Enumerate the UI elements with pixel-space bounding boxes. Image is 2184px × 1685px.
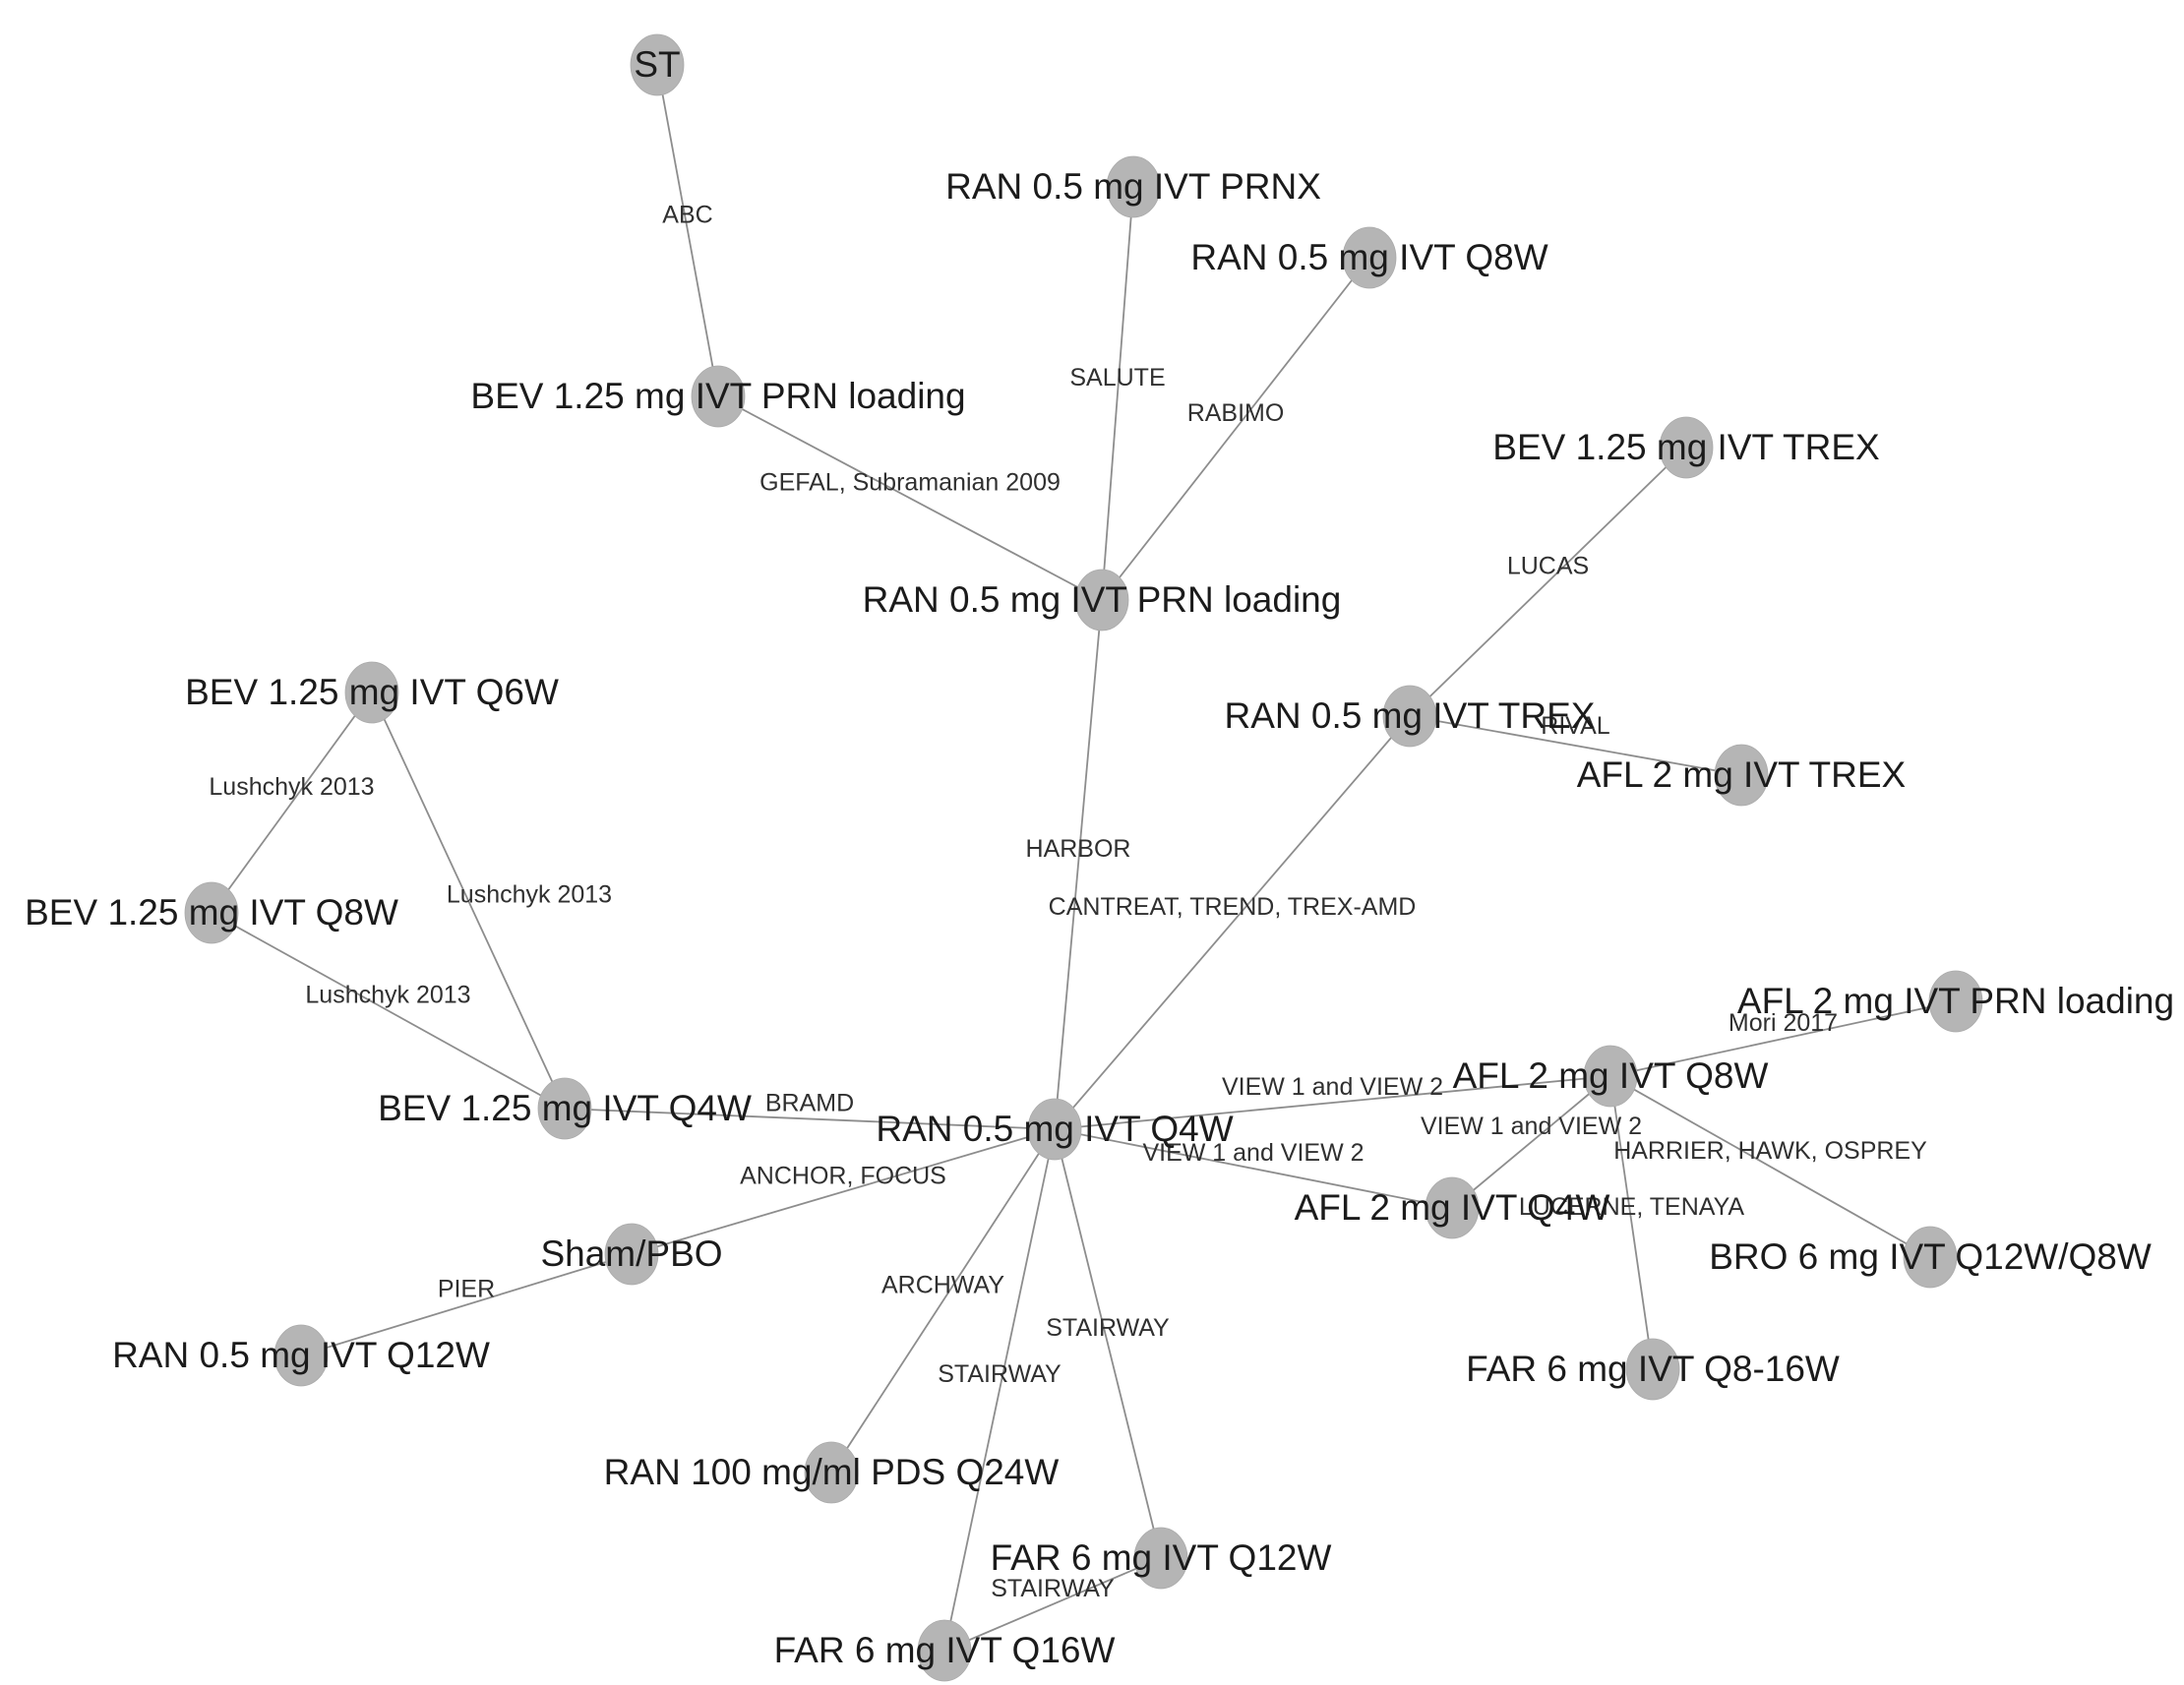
edge-ran-q4w--afl-q8w [1054, 1075, 1611, 1130]
edge-bev-trex--ran-trex [1409, 447, 1687, 717]
edge-ran-q4w--afl-q4w [1054, 1128, 1453, 1209]
node-bev-trex [1659, 416, 1714, 479]
node-afl-prn-loading [1928, 970, 1983, 1033]
node-bro-q12w-q8w [1903, 1226, 1958, 1289]
edge-far-q12w--far-q16w [943, 1557, 1162, 1652]
edge-label-ran-q4w--far-q16w: STAIRWAY [938, 1360, 1062, 1388]
edge-afl-q8w--bro-q12w-q8w [1609, 1075, 1931, 1258]
edge-ran-q4w--far-q12w [1054, 1128, 1162, 1559]
node-afl-q8w [1583, 1045, 1638, 1108]
node-label-afl-q8w: AFL 2 mg IVT Q8W [1453, 1055, 1769, 1096]
node-ran-q4w [1027, 1098, 1082, 1161]
edge-label-ran-q4w--ran-pds-q24w: ARCHWAY [881, 1272, 1004, 1299]
node-label-bro-q12w-q8w: BRO 6 mg IVT Q12W/Q8W [1709, 1236, 2152, 1277]
edge-afl-q8w--afl-q4w [1451, 1075, 1611, 1209]
node-bev-q4w [537, 1077, 592, 1140]
edge-bev-q6w--bev-q4w [371, 692, 566, 1110]
edge-label-ran-q4w--far-q12w: STAIRWAY [1046, 1314, 1170, 1342]
node-label-bev-q4w: BEV 1.25 mg IVT Q4W [378, 1088, 752, 1128]
node-ran-trex [1382, 685, 1437, 748]
node-label-ran-trex: RAN 0.5 mg IVT TREX [1225, 695, 1596, 736]
edge-bev-prn-loading--ran-prn-loading [717, 395, 1103, 601]
edge-ran-prnx--ran-prn-loading [1101, 186, 1134, 601]
node-bev-q6w [344, 661, 399, 724]
node-afl-q4w [1425, 1176, 1480, 1239]
edge-sham-pbo--ran-q12w [300, 1253, 633, 1356]
edge-label-st--bev-prn-loading: ABC [662, 202, 712, 229]
node-label-afl-q4w: AFL 2 mg IVT Q4W [1295, 1187, 1610, 1228]
node-label-ran-prnx: RAN 0.5 mg IVT PRNX [945, 166, 1321, 207]
node-label-far-q8-16w: FAR 6 mg IVT Q8-16W [1466, 1349, 1840, 1389]
node-label-far-q16w: FAR 6 mg IVT Q16W [774, 1630, 1116, 1670]
node-ran-q12w [273, 1324, 329, 1387]
edge-ran-q4w--ran-pds-q24w [830, 1128, 1056, 1474]
edge-label-ran-q4w--afl-q4w: VIEW 1 and VIEW 2 [1142, 1139, 1364, 1167]
node-label-bev-prn-loading: BEV 1.25 mg IVT PRN loading [470, 376, 965, 416]
edge-label-bev-q4w--ran-q4w: BRAMD [765, 1090, 854, 1117]
node-sham-pbo [604, 1223, 659, 1286]
node-label-st: ST [634, 44, 680, 85]
node-label-sham-pbo: Sham/PBO [540, 1234, 722, 1274]
edge-bev-q6w--bev-q8w [211, 692, 373, 914]
node-st [630, 33, 685, 96]
node-label-bev-trex: BEV 1.25 mg IVT TREX [1492, 427, 1879, 467]
node-label-ran-pds-q24w: RAN 100 mg/ml PDS Q24W [604, 1452, 1060, 1492]
edge-label-afl-q8w--far-q8-16w: LUCERNE, TENAYA [1519, 1193, 1745, 1221]
node-label-ran-prn-loading: RAN 0.5 mg IVT PRN loading [863, 579, 1342, 620]
edge-label-ran-trex--afl-trex: RIVAL [1541, 712, 1609, 740]
edge-label-afl-q8w--afl-q4w: VIEW 1 and VIEW 2 [1421, 1113, 1642, 1140]
node-bev-prn-loading [691, 365, 746, 428]
edge-label-ran-trex--ran-q4w: CANTREAT, TREND, TREX-AMD [1049, 893, 1417, 921]
node-far-q12w [1133, 1527, 1188, 1590]
node-label-ran-q8w: RAN 0.5 mg IVT Q8W [1190, 237, 1547, 277]
node-ran-prnx [1106, 155, 1161, 218]
edge-bev-q8w--bev-q4w [211, 912, 566, 1110]
node-label-bev-q6w: BEV 1.25 mg IVT Q6W [185, 672, 559, 712]
edge-label-afl-q8w--afl-prn-loading: Mori 2017 [1729, 1009, 1838, 1037]
edge-label-bev-prn-loading--ran-prn-loading: GEFAL, Subramanian 2009 [759, 469, 1061, 497]
edge-afl-q8w--afl-prn-loading [1609, 1000, 1957, 1077]
node-label-afl-prn-loading: AFL 2 mg IVT PRN loading [1737, 981, 2174, 1021]
edge-label-ran-q4w--afl-q8w: VIEW 1 and VIEW 2 [1222, 1073, 1443, 1101]
node-ran-q8w [1342, 226, 1397, 289]
edge-ran-prn-loading--ran-q4w [1054, 599, 1103, 1130]
edge-label-ran-q4w--sham-pbo: ANCHOR, FOCUS [740, 1163, 946, 1190]
edge-label-bev-trex--ran-trex: LUCAS [1507, 553, 1589, 580]
edge-label-bev-q6w--bev-q8w: Lushchyk 2013 [209, 773, 374, 801]
edge-label-sham-pbo--ran-q12w: PIER [438, 1276, 495, 1303]
node-far-q8-16w [1625, 1338, 1680, 1401]
node-far-q16w [917, 1619, 972, 1682]
edge-st--bev-prn-loading [656, 64, 719, 397]
node-label-bev-q8w: BEV 1.25 mg IVT Q8W [25, 892, 398, 933]
edge-ran-q8w--ran-prn-loading [1101, 257, 1370, 601]
node-label-afl-trex: AFL 2 mg IVT TREX [1577, 754, 1906, 795]
node-bev-q8w [184, 881, 239, 944]
edge-label-far-q12w--far-q16w: STAIRWAY [991, 1575, 1115, 1602]
edge-label-ran-prnx--ran-prn-loading: SALUTE [1069, 364, 1165, 391]
node-ran-prn-loading [1074, 569, 1129, 632]
edge-ran-q4w--sham-pbo [631, 1128, 1056, 1255]
edge-label-ran-q8w--ran-prn-loading: RABIMO [1187, 399, 1285, 427]
node-label-ran-q4w: RAN 0.5 mg IVT Q4W [876, 1109, 1233, 1149]
edge-bev-q4w--ran-q4w [564, 1108, 1056, 1130]
node-ran-pds-q24w [804, 1441, 859, 1504]
node-label-ran-q12w: RAN 0.5 mg IVT Q12W [112, 1335, 490, 1375]
edge-label-ran-prn-loading--ran-q4w: HARBOR [1026, 835, 1131, 863]
edge-label-afl-q8w--bro-q12w-q8w: HARRIER, HAWK, OSPREY [1613, 1137, 1927, 1165]
node-label-far-q12w: FAR 6 mg IVT Q12W [991, 1537, 1332, 1578]
edge-label-bev-q6w--bev-q4w: Lushchyk 2013 [447, 881, 612, 909]
edge-ran-q4w--far-q16w [943, 1128, 1056, 1652]
edge-ran-trex--afl-trex [1409, 715, 1742, 776]
edge-label-bev-q8w--bev-q4w: Lushchyk 2013 [305, 982, 470, 1009]
edge-ran-trex--ran-q4w [1054, 715, 1411, 1130]
node-afl-trex [1714, 744, 1769, 807]
edge-afl-q8w--far-q8-16w [1609, 1075, 1654, 1370]
